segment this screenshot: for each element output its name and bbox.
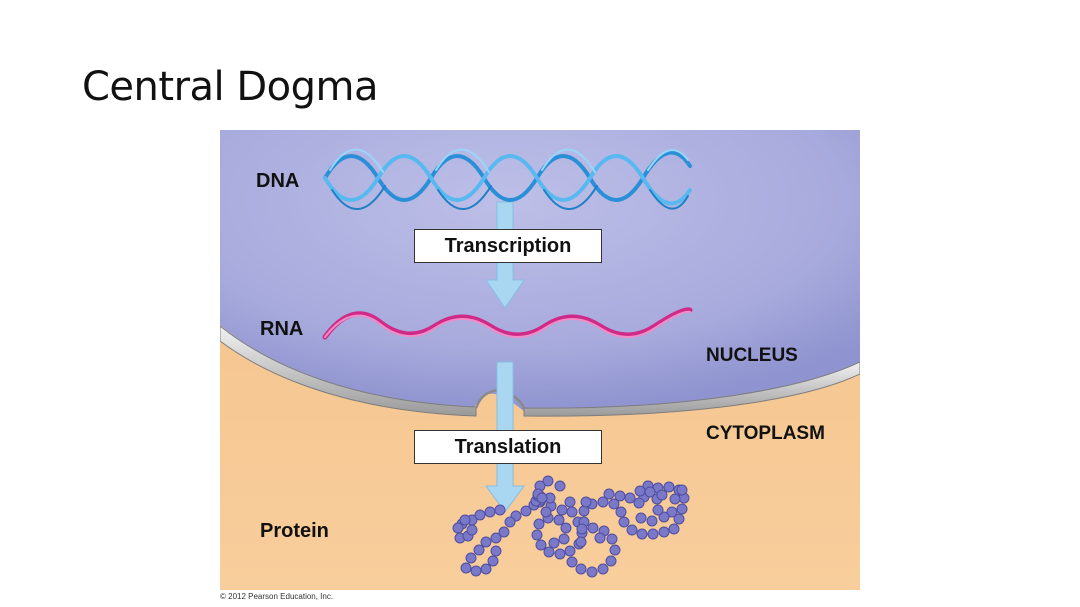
figure-artwork (220, 130, 860, 590)
protein-label: Protein (260, 520, 329, 542)
copyright-notice: © 2012 Pearson Education, Inc. (220, 592, 334, 601)
dna-label: DNA (256, 170, 300, 192)
nucleus-label: NUCLEUS (706, 345, 798, 366)
cytoplasm-label: CYTOPLASM (706, 423, 825, 444)
central-dogma-figure: DNA RNA Protein NUCLEUS CYTOPLASM Transc… (220, 130, 860, 590)
rna-strand (322, 307, 693, 340)
slide-title: Central Dogma (82, 64, 379, 110)
rna-label: RNA (260, 318, 304, 340)
translation-box: Translation (414, 430, 602, 464)
nucleus-region (220, 130, 860, 412)
protein-chain (452, 475, 690, 578)
dna-helix (323, 148, 692, 210)
nuclear-envelope-left (220, 325, 477, 417)
nuclear-envelope-right (523, 361, 860, 417)
transcription-box: Transcription (414, 229, 602, 263)
